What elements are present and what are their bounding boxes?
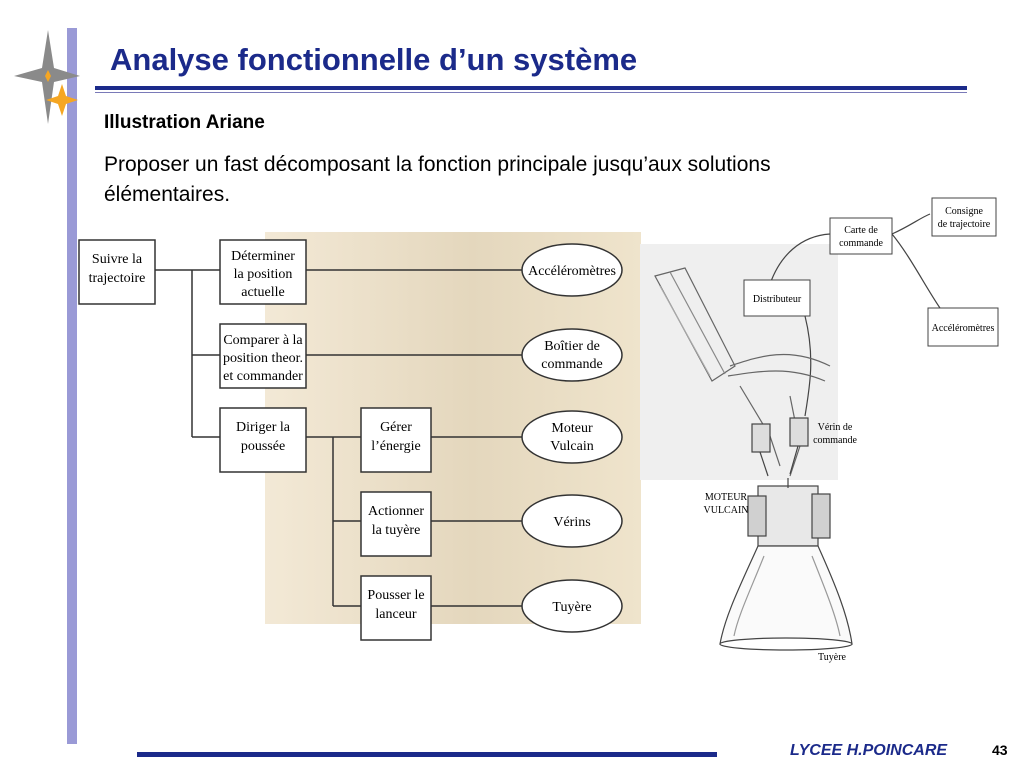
fast-function-box: Déterminer la position actuelle <box>219 239 307 305</box>
svg-text:la tuyère: la tuyère <box>372 523 421 538</box>
moteur-label-2: VULCAIN <box>704 505 749 516</box>
fast-solution-ellipse: Tuyère <box>521 579 623 633</box>
slide-subtitle: Illustration Ariane <box>104 112 265 133</box>
footer-school-name: LYCEE H.POINCARE <box>790 742 948 759</box>
svg-text:l’énergie: l’énergie <box>371 439 421 454</box>
svg-text:Pousser le: Pousser le <box>367 588 424 603</box>
consigne-box: Consigne de trajectoire <box>931 197 997 237</box>
svg-text:actuelle: actuelle <box>241 285 285 300</box>
fast-subfunction-box: Gérer l’énergie <box>360 407 432 473</box>
svg-text:Tuyère: Tuyère <box>552 600 591 615</box>
svg-text:Vérins: Vérins <box>553 515 590 530</box>
verin-label-1: Vérin de <box>818 422 853 433</box>
tuyere-label: Tuyère <box>818 652 847 663</box>
svg-text:Accéléromètres: Accéléromètres <box>932 323 995 334</box>
title-underline <box>95 86 967 90</box>
page-number: 43 <box>992 742 1008 758</box>
carte-commande-box: Carte de commande <box>829 217 893 255</box>
slide-title: Analyse fonctionnelle d’un système <box>110 42 638 77</box>
svg-text:poussée: poussée <box>241 439 285 454</box>
svg-text:Carte de: Carte de <box>844 225 878 236</box>
svg-text:Gérer: Gérer <box>380 420 412 435</box>
svg-text:Accéléromètres: Accéléromètres <box>528 264 616 279</box>
moteur-label-1: MOTEUR <box>705 492 748 503</box>
svg-text:Actionner: Actionner <box>368 504 424 519</box>
fast-subfunction-box: Actionner la tuyère <box>360 491 432 557</box>
body-text: Proposer un fast décomposant la fonction… <box>104 153 771 206</box>
fast-root-line-1: Suivre la <box>92 252 143 267</box>
footer-rule <box>137 752 717 757</box>
svg-text:lanceur: lanceur <box>375 607 417 622</box>
verin-label-2: commande <box>813 435 857 446</box>
accelerometres-box: Accéléromètres <box>927 307 999 347</box>
title-underline-thin <box>95 92 967 93</box>
left-accent-bar <box>67 28 77 744</box>
svg-text:position theor.: position theor. <box>223 351 303 366</box>
fast-solution-ellipse: Boîtier de commande <box>521 328 623 382</box>
svg-text:Déterminer: Déterminer <box>231 249 295 264</box>
svg-text:de trajectoire: de trajectoire <box>938 219 991 230</box>
fast-function-box: Diriger la poussée <box>219 407 307 473</box>
fast-subfunction-box: Pousser le lanceur <box>360 575 432 641</box>
svg-text:et commander: et commander <box>223 369 303 384</box>
svg-text:la position: la position <box>234 267 293 282</box>
svg-text:Comparer à la: Comparer à la <box>223 333 303 348</box>
fast-diagram: Suivre la trajectoire Déterminer la posi… <box>78 239 623 641</box>
svg-text:Moteur: Moteur <box>551 421 593 436</box>
fast-root-line-2: trajectoire <box>89 271 146 286</box>
star-logo-icon <box>14 30 80 124</box>
svg-text:Distributeur: Distributeur <box>753 294 802 305</box>
svg-text:Diriger la: Diriger la <box>236 420 291 435</box>
svg-text:Boîtier de: Boîtier de <box>544 339 600 354</box>
svg-text:commande: commande <box>839 238 883 249</box>
fast-solution-ellipse: Accéléromètres <box>521 243 623 297</box>
svg-text:Vulcain: Vulcain <box>550 439 593 454</box>
fast-solution-ellipse: Vérins <box>521 494 623 548</box>
distributeur-box: Distributeur <box>743 279 811 317</box>
engine-schematic: Consigne de trajectoire Carte de command… <box>654 197 999 663</box>
fast-root-box: Suivre la trajectoire <box>78 239 156 305</box>
svg-text:commande: commande <box>541 357 602 372</box>
fast-solution-ellipse: Moteur Vulcain <box>521 410 623 464</box>
svg-text:Consigne: Consigne <box>945 206 983 217</box>
fast-function-box: Comparer à la position theor. et command… <box>219 323 307 389</box>
